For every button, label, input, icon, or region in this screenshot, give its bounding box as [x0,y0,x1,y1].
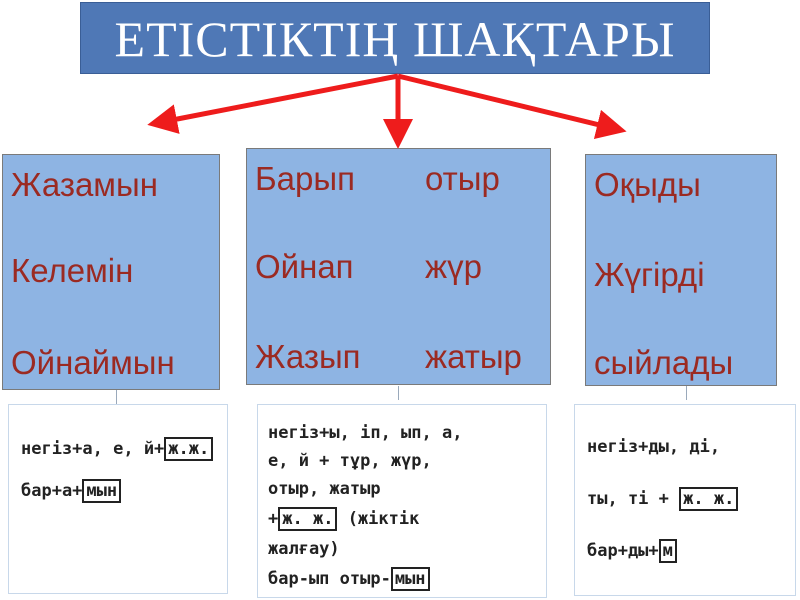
present-tense-box: Жазамын Келемін Ойнаймын [2,154,220,390]
word-1b: отыр [425,160,500,197]
word-2: Келемін [11,252,134,289]
word-3: сыйлады [594,344,734,381]
ending-box: мын [390,567,430,591]
rule-text: бар+ды+ [587,541,659,561]
rule-text: негіз+а, е, й+ [21,439,165,459]
connector-middle [398,386,399,400]
word-3: Ойнаймын [11,344,175,381]
word-1: Жазамын [11,166,158,203]
ending-box: ж.ж. [164,437,214,461]
rule-text: + [268,509,279,529]
rule-box-right: негіз+ды, ді, ты, ті + ж. ж. бар+ды+м [574,404,796,596]
rule-line-5: жалғау) [268,539,340,559]
rule-line-4: +ж. ж. (жіктік [268,507,420,531]
arrow-right [397,73,627,140]
rule-line-1: негіз+а, е, й+ж.ж. [21,437,214,461]
ending-box: м [658,539,677,563]
rule-line-1: негіз+ды, ді, [587,437,721,457]
word-2b: жүр [425,248,482,285]
rule-text: бар-ып отыр- [268,569,391,589]
word-2a: Ойнап [255,248,354,285]
rule-line-2: е, й + тұр, жүр, [268,451,432,471]
continuous-tense-box: Барып отыр Ойнап жүр Жазып жатыр [246,148,551,385]
ending-box: ж. ж. [278,507,338,531]
rule-text: бар+а+ [21,481,83,501]
rule-line-3: отыр, жатыр [268,479,381,499]
arrow-left [147,73,399,134]
past-tense-box: Оқыды Жүгірді сыйлады [585,154,777,386]
rule-line-2: ты, ті + ж. ж. [587,487,739,511]
rule-box-middle: негіз+ы, іп, ып, а, е, й + тұр, жүр, оты… [257,404,547,598]
rule-line-6: бар-ып отыр-мын [268,567,430,591]
page-title: ЕТІСТІКТІҢ ШАҚТАРЫ [80,2,710,74]
connector-left [116,390,117,404]
word-3b: жатыр [425,338,522,375]
word-1a: Барып [255,160,355,197]
rule-line-1: негіз+ы, іп, ып, а, [268,423,463,443]
ending-box: ж. ж. [679,487,739,511]
word-3a: Жазып [255,338,361,375]
rule-text: (жіктік [347,509,420,529]
word-1: Оқыды [594,166,701,203]
connector-right [686,386,687,400]
rule-line-2: бар+а+мын [21,479,122,503]
rule-box-left: негіз+а, е, й+ж.ж. бар+а+мын [8,404,228,594]
rule-text: ты, ті + [587,489,669,509]
word-2: Жүгірді [594,256,705,293]
ending-box: мын [82,479,122,503]
rule-line-3: бар+ды+м [587,539,677,563]
